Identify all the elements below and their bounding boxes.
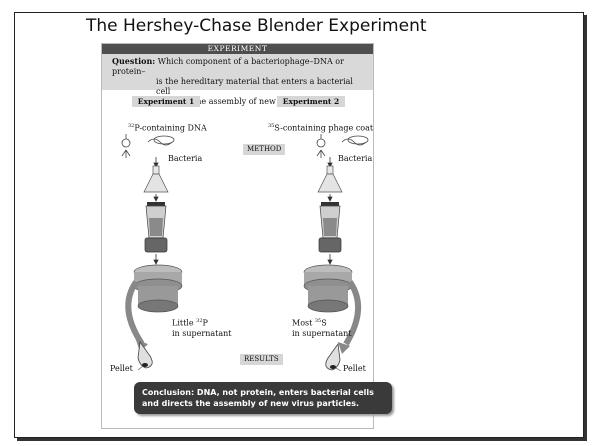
isotope-mass-32: 32	[128, 123, 135, 129]
question-label: Question:	[112, 56, 156, 66]
test-tube-2	[325, 342, 341, 371]
experiment-figure: EXPERIMENT Question: Which component of …	[101, 43, 374, 429]
bacteria-label-1: Bacteria	[168, 154, 203, 163]
result-element-2: S	[321, 318, 327, 328]
flask-1	[143, 165, 169, 193]
experiment-2-label: 35S-containing phage coats	[268, 123, 374, 133]
method-label: METHOD	[243, 144, 286, 155]
flask-2	[317, 165, 343, 193]
conclusion-line-1: Conclusion: DNA, not protein, enters bac…	[142, 388, 374, 397]
result-line2-2: in supernatant	[292, 328, 352, 338]
phage-and-bacteria-1	[121, 134, 175, 158]
phage-and-bacteria-2	[316, 134, 369, 158]
result-prefix-2: Most	[292, 318, 315, 328]
question-box: Question: Which component of a bacteriop…	[102, 54, 373, 106]
experiment-1-label: 32P-containing DNA	[128, 123, 207, 133]
conclusion-box: Conclusion: DNA, not protein, enters bac…	[134, 382, 392, 414]
experiment-header: EXPERIMENT	[102, 44, 373, 54]
question-line-1: Which component of a bacteriophage–DNA o…	[112, 57, 344, 76]
question-line-2: is the hereditary material that enters a…	[156, 77, 353, 96]
isotope-label-1: P-containing DNA	[134, 123, 207, 133]
result-label-1: Little 32P in supernatant	[172, 316, 231, 339]
isotope-label-2: S-containing phage coats	[274, 123, 374, 133]
result-label-2: Most 35S in supernatant	[292, 316, 351, 339]
result-line2-1: in supernatant	[172, 328, 232, 338]
pellet-label-1: Pellet	[110, 364, 133, 373]
arrows	[153, 157, 333, 265]
isotope-mass-35: 35	[268, 123, 275, 129]
slide-title: The Hershey-Chase Blender Experiment	[86, 16, 427, 36]
pellet-label-2: Pellet	[343, 364, 366, 373]
result-prefix-1: Little	[172, 318, 197, 328]
result-element-1: P	[202, 318, 208, 328]
test-tube-1	[137, 340, 153, 369]
experiment-2-heading: Experiment 2	[277, 96, 345, 107]
blender-1	[144, 202, 168, 253]
experiment-illustration	[121, 134, 369, 372]
centrifuge-2	[303, 264, 362, 354]
blender-2	[318, 202, 342, 253]
results-label: RESULTS	[240, 354, 283, 365]
experiment-1-heading: Experiment 1	[132, 96, 200, 107]
centrifuge-1	[125, 264, 183, 352]
question-line-3: to direct the assembly of new virus part…	[156, 97, 341, 106]
bacteria-label-2: Bacteria	[338, 154, 373, 163]
result-mass-1: 32	[196, 318, 203, 324]
pellet-pointers	[137, 365, 342, 372]
result-mass-2: 35	[314, 318, 322, 324]
conclusion-line-2: and directs the assembly of new virus pa…	[142, 399, 359, 408]
